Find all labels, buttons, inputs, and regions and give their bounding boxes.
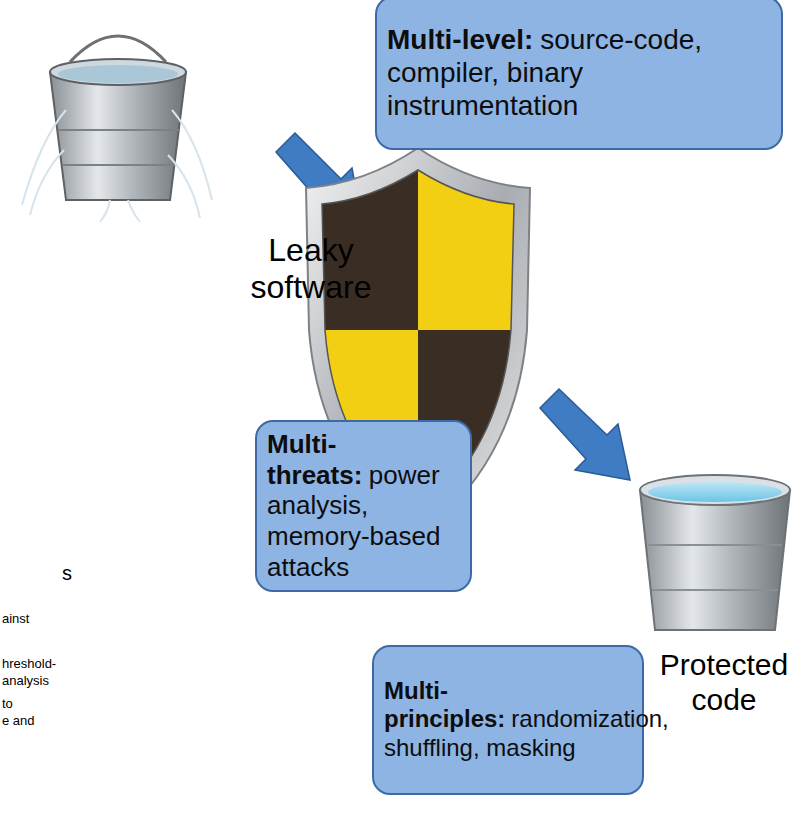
flow-arrow (540, 389, 630, 480)
callout-text: Multi-principles:randomization, shufflin… (384, 677, 632, 762)
cropped-text: s (62, 562, 72, 585)
cropped-text: e and (2, 714, 35, 729)
callout-box: Multi-threats:power analysis, memory-bas… (255, 420, 472, 592)
cropped-text: hreshold- (2, 657, 56, 672)
cropped-text: ainst (2, 612, 29, 627)
callout-heading: Multi-level: (387, 24, 533, 55)
protected-bucket (640, 475, 790, 630)
callout-box: Multi-level:source-code, compiler, binar… (375, 0, 783, 150)
cropped-text: analysis (2, 674, 49, 689)
callout-box: Multi-principles:randomization, shufflin… (372, 645, 644, 795)
cropped-text: to (2, 697, 13, 712)
callout-text: Multi-threats:power analysis, memory-bas… (267, 429, 460, 582)
callout-text: Multi-level:source-code, compiler, binar… (387, 23, 771, 122)
image-caption: Leaky software (246, 232, 376, 306)
callout-heading: Multi-threats: (267, 429, 362, 490)
callout-heading: Multi-principles: (384, 677, 505, 732)
image-caption: Protected code (650, 648, 798, 717)
leaky-bucket (22, 36, 212, 222)
